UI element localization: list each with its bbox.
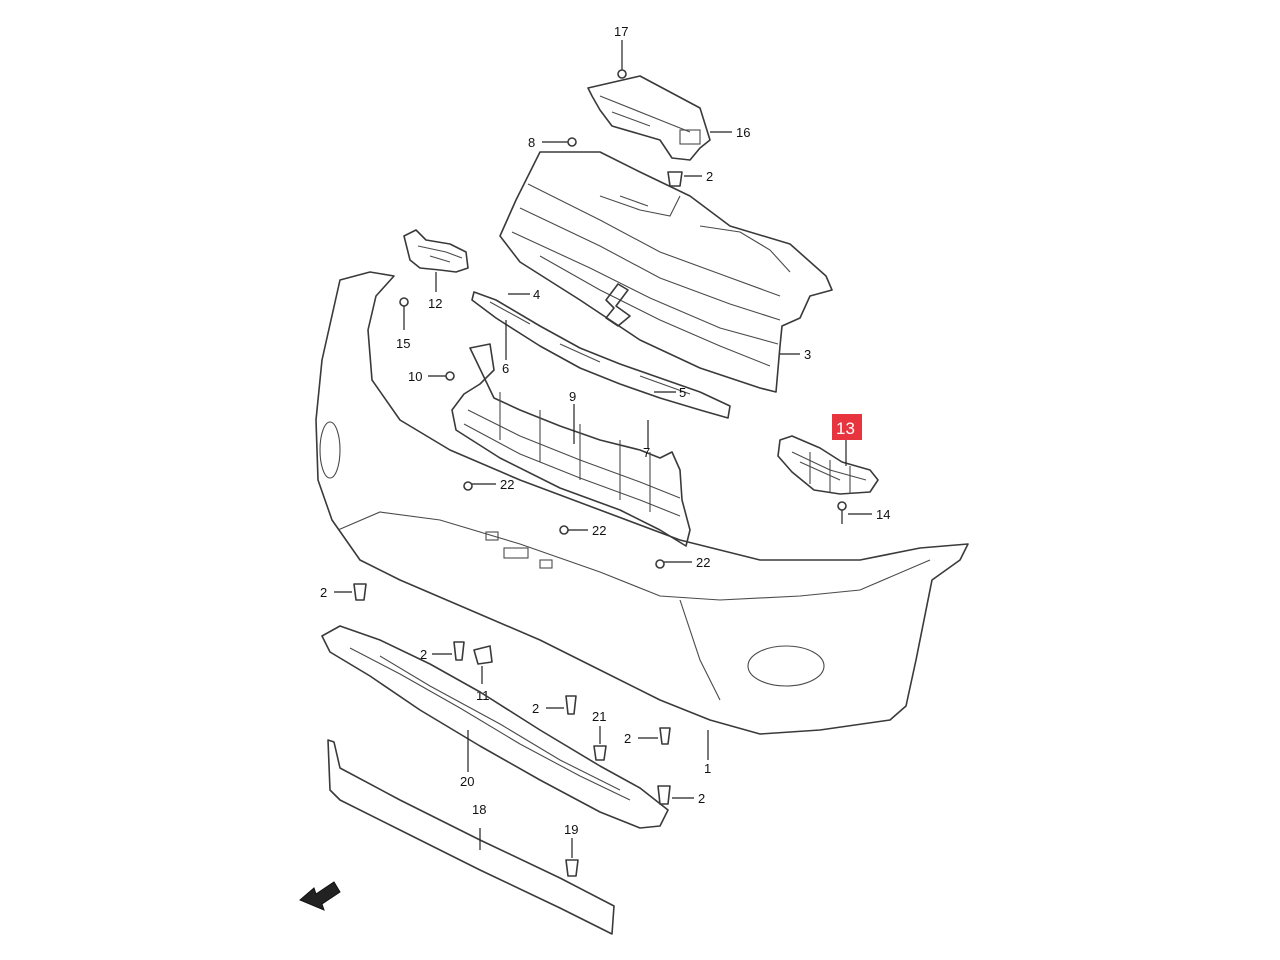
part-1-front-bumper[interactable]: [315, 271, 969, 735]
part-16-upper-bracket[interactable]: [587, 75, 711, 161]
part-2-clip-lower-right[interactable]: [657, 785, 694, 805]
part-2-clip-left[interactable]: [334, 583, 367, 601]
part-15-screw[interactable]: [399, 297, 409, 330]
label-10: 10: [408, 369, 422, 384]
label-2-mid: 2: [420, 647, 427, 662]
part-13-highlight-badge[interactable]: 13: [832, 414, 862, 466]
label-2-right: 2: [624, 731, 631, 746]
label-5: 5: [679, 385, 686, 400]
label-4: 4: [533, 287, 540, 302]
part-17-bolt[interactable]: [617, 40, 627, 79]
part-3-upper-grille[interactable]: [499, 151, 833, 393]
label-22-a: 22: [500, 477, 514, 492]
front-direction-arrow-icon: [299, 881, 341, 911]
label-15: 15: [396, 336, 410, 351]
label-16: 16: [736, 125, 750, 140]
part-20-lower-reinforcement[interactable]: [321, 625, 669, 829]
part-12-side-bracket[interactable]: [403, 229, 469, 292]
part-14-screw[interactable]: [837, 501, 872, 524]
part-8-screw[interactable]: [542, 137, 577, 147]
label-12: 12: [428, 296, 442, 311]
label-2-top: 2: [706, 169, 713, 184]
part-2-clip-right[interactable]: [638, 727, 671, 745]
part-22-screw-c[interactable]: [655, 559, 692, 569]
label-2-lower-right: 2: [698, 791, 705, 806]
label-2-center: 2: [532, 701, 539, 716]
part-2-clip-top[interactable]: [667, 171, 702, 187]
label-22-b: 22: [592, 523, 606, 538]
part-13-side-bracket[interactable]: [777, 435, 879, 495]
label-9: 9: [569, 389, 576, 404]
part-18-plate-bracket[interactable]: [327, 739, 615, 935]
part-22-screw-b[interactable]: [559, 525, 588, 535]
label-17: 17: [614, 24, 628, 39]
part-11-clip[interactable]: [473, 645, 493, 684]
part-21-screw[interactable]: [593, 726, 607, 761]
label-6: 6: [502, 361, 509, 376]
label-20: 20: [460, 774, 474, 789]
part-19-screw[interactable]: [565, 838, 579, 877]
suzuki-emblem-icon: [605, 283, 631, 327]
label-18: 18: [472, 802, 486, 817]
part-2-clip-mid[interactable]: [432, 641, 465, 661]
part-10-screw[interactable]: [428, 371, 455, 381]
label-13: 13: [836, 419, 855, 438]
label-3: 3: [804, 347, 811, 362]
label-2-left: 2: [320, 585, 327, 600]
part-22-screw-a[interactable]: [463, 481, 496, 491]
label-14: 14: [876, 507, 890, 522]
label-19: 19: [564, 822, 578, 837]
part-4-upper-molding[interactable]: [471, 291, 731, 419]
label-7: 7: [643, 445, 650, 460]
part-9-lower-grille[interactable]: [451, 343, 691, 547]
label-22-c: 22: [696, 555, 710, 570]
label-21: 21: [592, 709, 606, 724]
label-8: 8: [528, 135, 535, 150]
label-1: 1: [704, 761, 711, 776]
part-2-clip-center[interactable]: [546, 695, 577, 715]
